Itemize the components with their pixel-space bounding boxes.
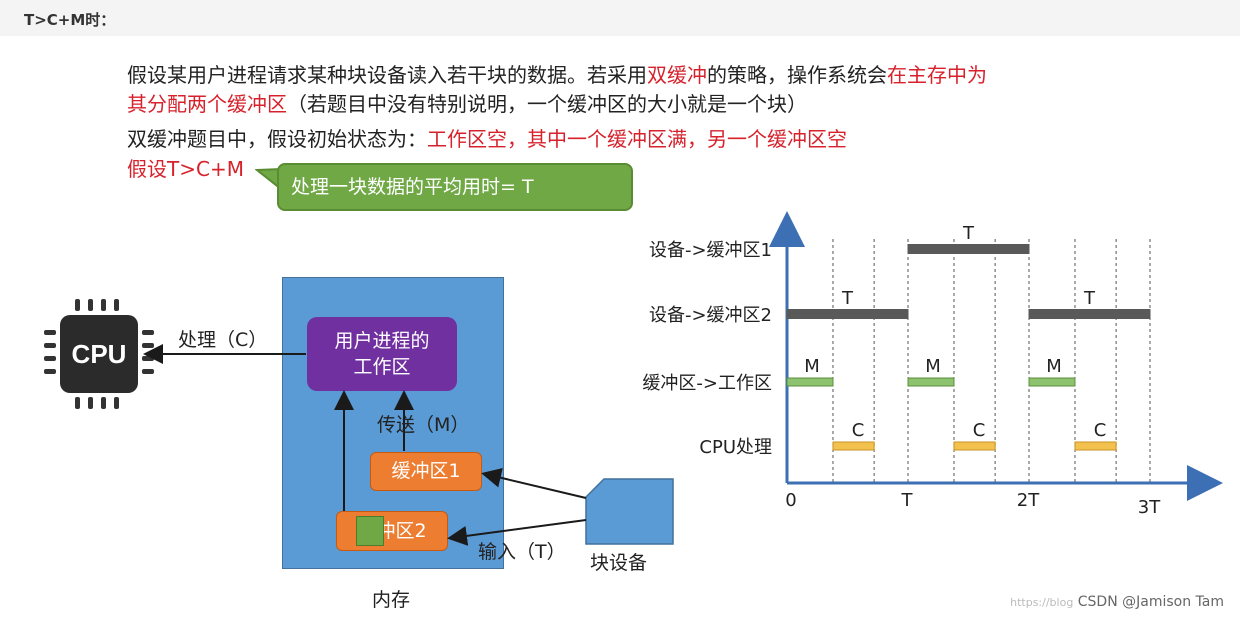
watermark-faint: https://blog <box>1010 596 1074 609</box>
arrow-device-to-buffer1 <box>481 467 587 499</box>
bar-T <box>786 309 909 319</box>
workarea-line2: 工作区 <box>353 356 411 378</box>
bar-label: M <box>804 356 820 377</box>
text-line-3: 双缓冲题目中，假设初始状态为：工作区空，其中一个缓冲区满，另一个缓冲区空 <box>127 124 847 154</box>
bar-label: C <box>1094 420 1107 441</box>
arrow-device-to-buffer2 <box>447 519 587 546</box>
block-device-icon <box>585 478 674 545</box>
device-label: 块设备 <box>590 552 648 574</box>
text-line-4: 假设T>C+M <box>127 157 244 181</box>
page-title: T>C+M时： <box>24 11 116 29</box>
cpu-chip-icon: CPU <box>44 299 154 409</box>
text-line2-a: 其分配两个缓冲区 <box>127 92 287 116</box>
input-label: 输入（T） <box>478 541 566 563</box>
bar-C <box>1074 441 1117 451</box>
bar-T <box>1028 309 1151 319</box>
bar-label: C <box>852 420 865 441</box>
bar-C <box>953 441 996 451</box>
text-line-2: 其分配两个缓冲区（若题目中没有特别说明，一个缓冲区的大小就是一个块） <box>127 89 807 119</box>
memory-label: 内存 <box>372 589 411 611</box>
text-line1-b: 双缓冲 <box>647 63 707 87</box>
flow-arrows <box>143 344 587 546</box>
bar-M <box>907 377 955 387</box>
text-line2-b: （若题目中没有特别说明，一个缓冲区的大小就是一个块） <box>287 92 807 116</box>
transfer-label: 传送（M） <box>377 414 470 436</box>
buffer-1: 缓冲区1 <box>370 452 482 491</box>
watermark-text: CSDN @Jamison Tam <box>1077 594 1224 610</box>
workarea-line1: 用户进程的 <box>334 330 430 352</box>
bar-label: C <box>973 420 986 441</box>
process-label: 处理（C） <box>178 329 268 351</box>
timing-chart: 设备->缓冲区1 设备->缓冲区2 缓冲区->工作区 CPU处理 T T T M M M C C C 0 T… <box>642 211 1223 518</box>
bar-label: T <box>841 288 854 309</box>
x-tick-label: 3T <box>1138 497 1161 518</box>
page-header: T>C+M时： <box>0 0 1240 36</box>
x-tick-label: 0 <box>785 490 796 511</box>
bar-M <box>1028 377 1076 387</box>
x-tick-label: 2T <box>1017 490 1040 511</box>
x-tick-label: T <box>901 490 914 511</box>
row-label: 设备->缓冲区2 <box>649 305 772 326</box>
row-label: CPU处理 <box>699 437 772 458</box>
bar-label: T <box>962 223 975 244</box>
watermark: https://blog CSDN @Jamison Tam <box>1010 594 1224 610</box>
text-line1-c: 的策略，操作系统会 <box>707 63 887 87</box>
bar-label: M <box>1046 356 1062 377</box>
text-line1-a: 假设某用户进程请求某种块设备读入若干块的数据。若采用 <box>127 63 647 87</box>
user-workarea: 用户进程的 工作区 <box>307 317 457 391</box>
cpu-label: CPU <box>72 339 127 369</box>
text-line1-d: 在主存中为 <box>887 63 987 87</box>
row-label: 缓冲区->工作区 <box>642 373 772 394</box>
bar-M <box>786 377 834 387</box>
text-line3-a: 双缓冲题目中，假设初始状态为： <box>127 127 427 151</box>
bar-C <box>832 441 875 451</box>
bar-T <box>907 244 1030 254</box>
data-block-marker <box>356 516 384 546</box>
tooltip-callout: 处理一块数据的平均用时= T <box>277 163 633 211</box>
text-line-1: 假设某用户进程请求某种块设备读入若干块的数据。若采用双缓冲的策略，操作系统会在主… <box>127 60 987 90</box>
bar-label: M <box>925 356 941 377</box>
row-label: 设备->缓冲区1 <box>649 240 772 261</box>
bar-label: T <box>1083 288 1096 309</box>
text-line3-b: 工作区空，其中一个缓冲区满，另一个缓冲区空 <box>427 127 847 151</box>
